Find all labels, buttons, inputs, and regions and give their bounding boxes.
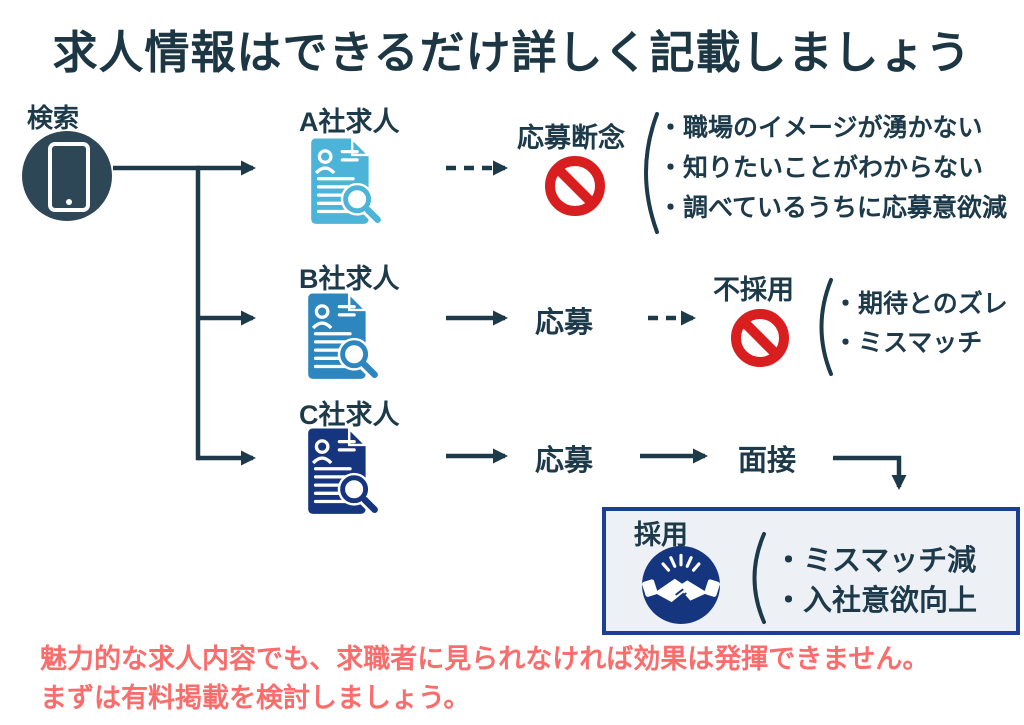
phone-outline [48, 142, 90, 212]
reason-item: ・知りたいことがわからない [658, 154, 984, 182]
reason-item: ・期待とのズレ [833, 290, 1008, 318]
benefit-item: ・入社意欲向上 [774, 585, 978, 617]
prohibition-icon-b [731, 309, 789, 367]
handshake-glyph [642, 553, 720, 603]
smartphone-icon [22, 131, 112, 221]
interview-label-c: 面接 [738, 445, 797, 477]
benefit-item: ・ミスマッチ減 [774, 545, 977, 577]
apply-label-b: 応募 [535, 307, 594, 339]
footer-line: 魅力的な求人内容でも、求職者に見られなければ効果は発揮できません。 [40, 644, 930, 674]
handshake-icon [642, 546, 720, 624]
apply-label-c: 応募 [535, 445, 594, 477]
reasons-list-a: ・職場のイメージが湧かない ・知りたいことがわからない ・調べているうちに応募意… [658, 108, 1007, 228]
footer-line: まずは有料掲載を検討しましょう。 [40, 683, 471, 713]
prohibition-icon-a [545, 156, 605, 216]
reasons-list-b: ・期待とのズレ ・ミスマッチ [833, 285, 1008, 363]
benefits-list: ・ミスマッチ減 ・入社意欲向上 [774, 541, 977, 621]
elbow-arrow-to-hired [833, 455, 907, 491]
company-c-label: C社求人 [299, 400, 400, 430]
search-label: 検索 [27, 103, 80, 133]
hired-result-box: 採用 ・ミスマッチ減 [602, 507, 1020, 635]
footer-note: 魅力的な求人内容でも、求職者に見られなければ効果は発揮できません。 まずは有料掲… [40, 640, 929, 718]
reason-item: ・調べているうちに応募意欲減 [658, 194, 1008, 222]
document-search-icon-c [300, 426, 382, 518]
hired-label: 採用 [634, 520, 688, 550]
reason-item: ・ミスマッチ [833, 329, 983, 357]
outcome-b-label: 不採用 [713, 275, 794, 305]
paren-a [644, 112, 659, 234]
document-search-icon-a [303, 136, 385, 228]
phone-home-button [66, 199, 72, 205]
reason-item: ・職場のイメージが湧かない [658, 114, 983, 142]
outcome-a-label: 応募断念 [517, 123, 625, 153]
document-search-icon-b [300, 291, 382, 383]
company-b-label: B社求人 [299, 264, 400, 294]
company-a-label: A社求人 [299, 107, 400, 137]
page-title: 求人情報はできるだけ詳しく記載しましょう [52, 27, 972, 78]
paren-b [819, 278, 833, 376]
